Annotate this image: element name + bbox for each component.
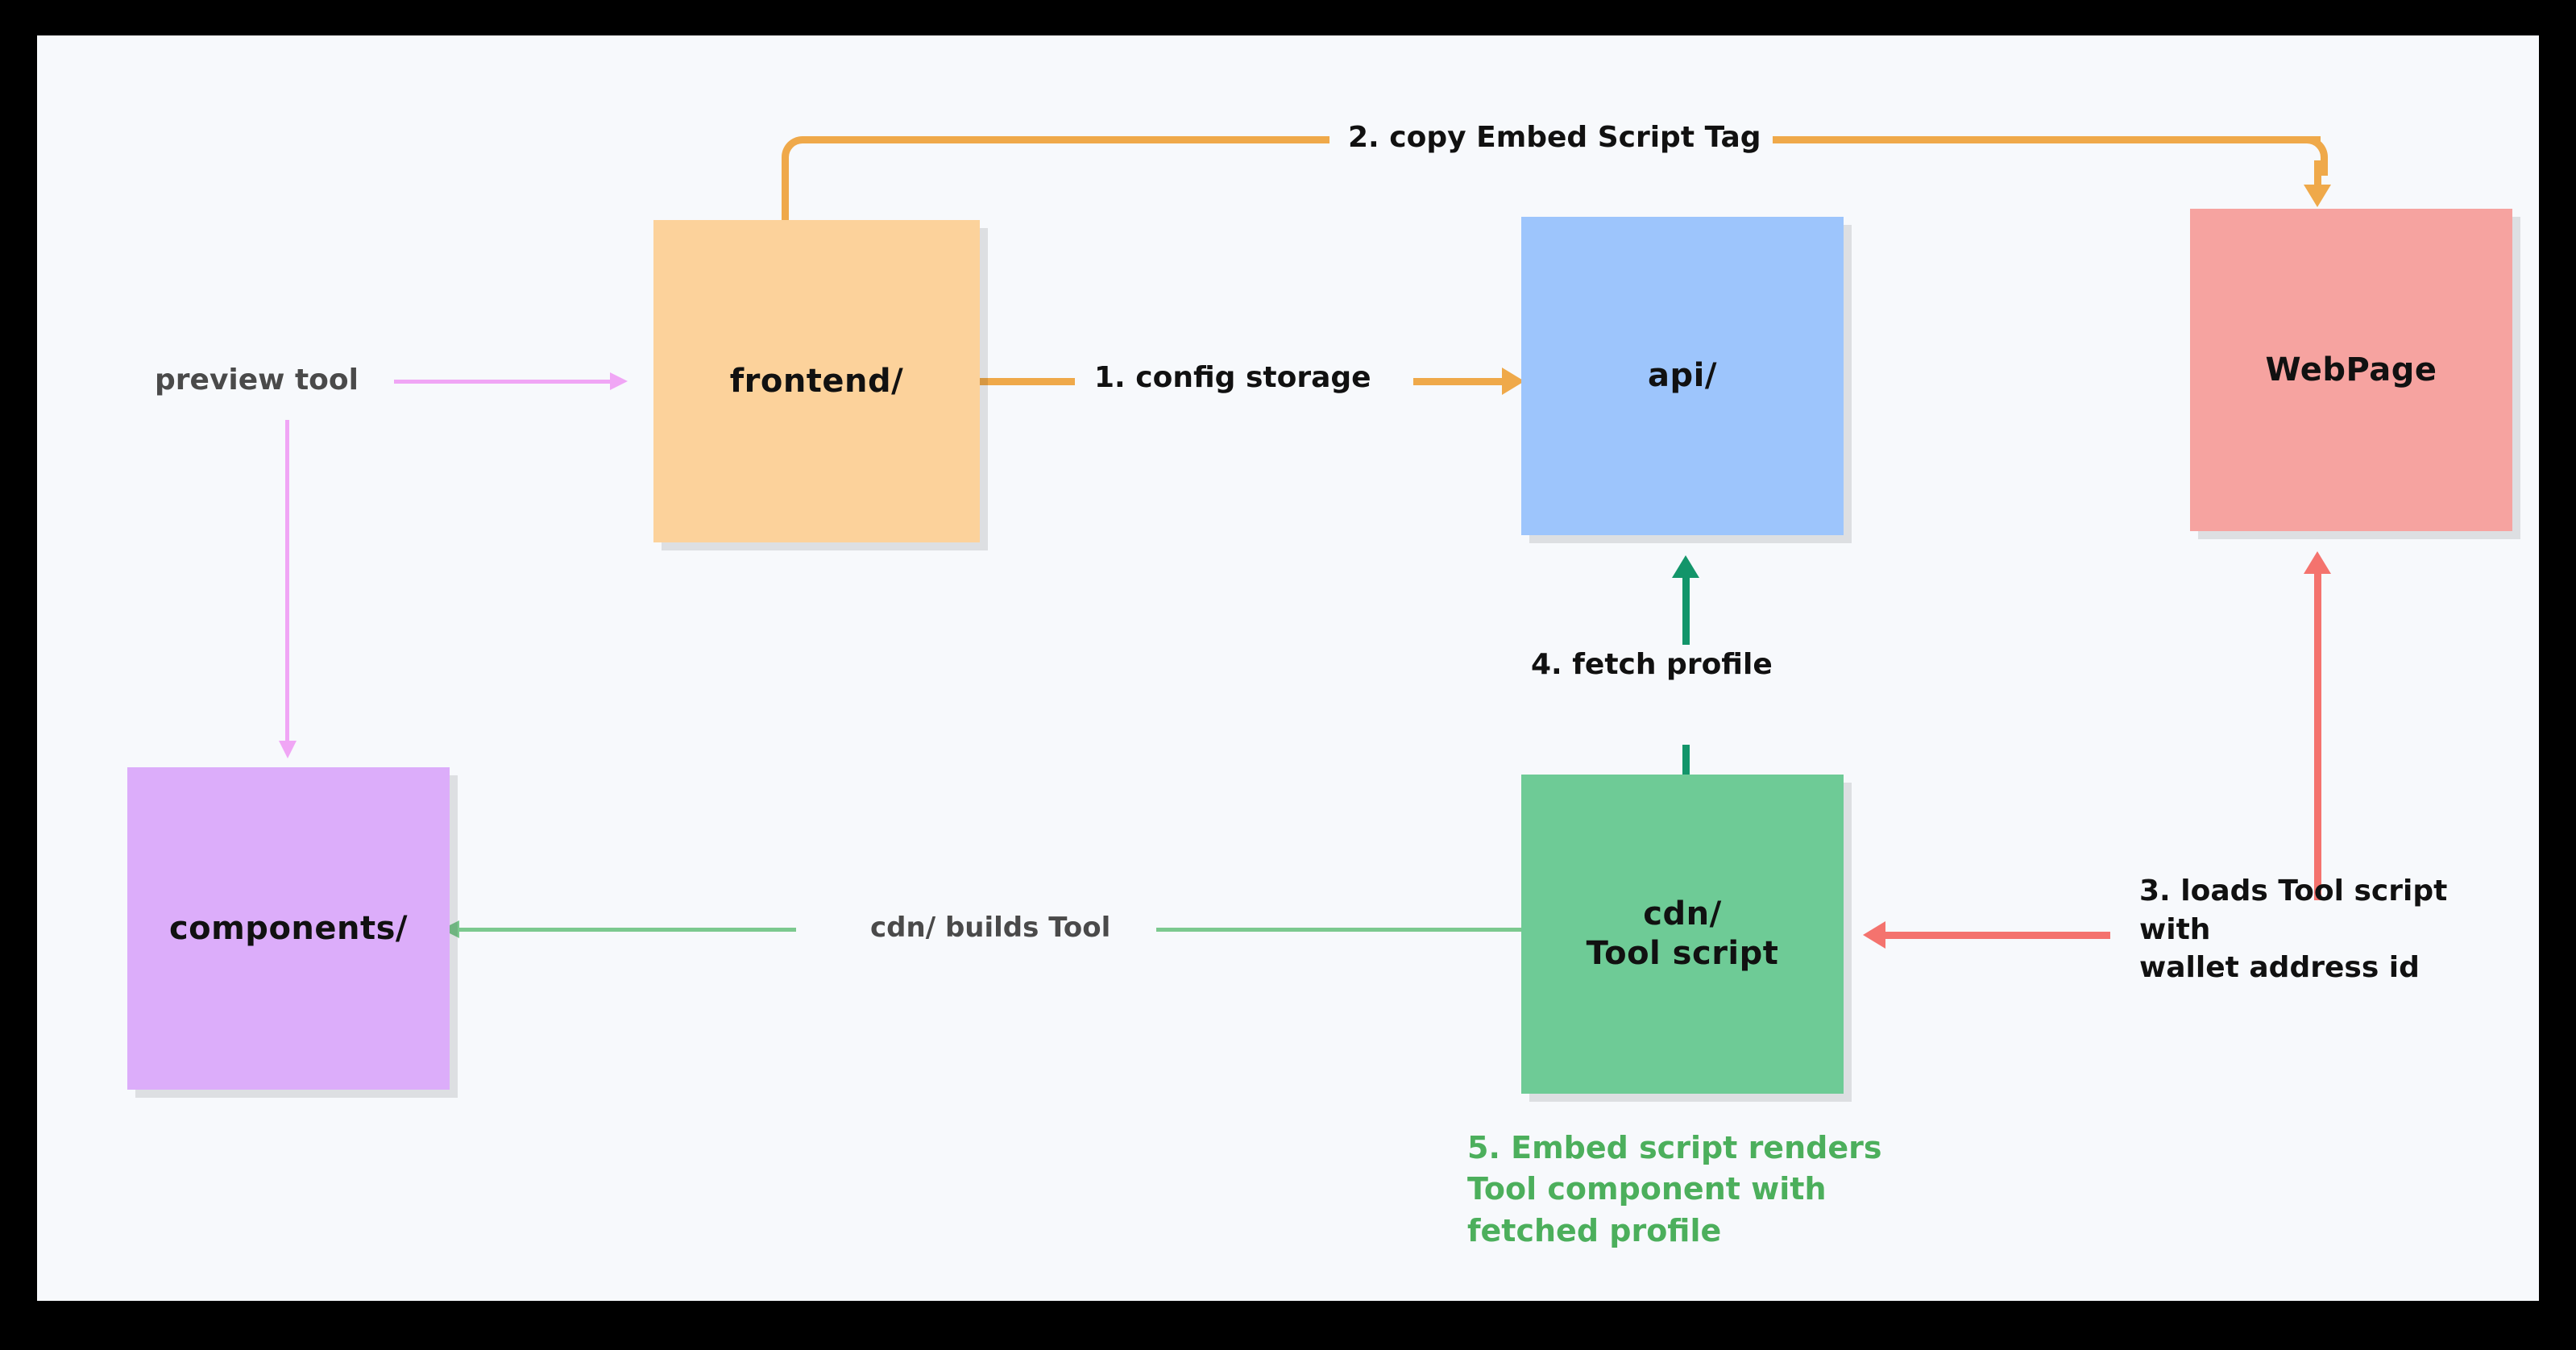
diagram-canvas: frontend/ api/ WebPage components/ cdn/ … (37, 35, 2539, 1301)
node-api[interactable]: api/ (1521, 217, 1844, 535)
edge-loads-up-arrowhead (2304, 551, 2331, 574)
edge-copy-embed-top-left (843, 136, 1329, 143)
edge-label-cdn-builds-tool: cdn/ builds Tool (859, 909, 1122, 948)
node-frontend-label: frontend/ (729, 362, 904, 400)
edge-loads-left-arrowhead (1863, 921, 1885, 949)
node-cdn[interactable]: cdn/ Tool script (1521, 775, 1844, 1094)
edge-label-loads-tool-script: 3. loads Tool script with wallet address… (2139, 874, 2448, 985)
edge-preview-down-arrowhead (279, 741, 297, 758)
edge-loads-vertical (2314, 574, 2321, 900)
edge-copy-embed-corner-right (2284, 136, 2328, 176)
node-frontend[interactable]: frontend/ (653, 220, 980, 542)
edge-copy-embed-arrowhead (2304, 185, 2331, 207)
node-api-label: api/ (1648, 357, 1717, 395)
node-webpage-label: WebPage (2265, 351, 2437, 388)
edge-builds-left-segment (459, 928, 796, 932)
edge-copy-embed-corner (782, 136, 853, 227)
edge-builds-right-segment (1156, 928, 1521, 932)
edge-preview-vertical (285, 420, 289, 741)
edge-label-preview-tool: preview tool (155, 363, 359, 397)
node-webpage[interactable]: WebPage (2190, 209, 2512, 531)
edge-config-segment-left (980, 378, 1075, 385)
edge-loads-horizontal (1885, 932, 2110, 939)
edge-config-arrowhead (1502, 368, 1524, 395)
edge-label-config-storage: 1. config storage (1083, 358, 1383, 399)
edge-fetch-arrowhead (1672, 555, 1699, 578)
edge-preview-arrowhead (610, 372, 628, 390)
edge-preview-horizontal (394, 380, 610, 384)
edge-label-copy-embed-script-tag: 2. copy Embed Script Tag (1337, 118, 1773, 159)
edge-copy-embed-top-right (1769, 136, 2321, 143)
node-cdn-label-line1: cdn/ (1643, 895, 1722, 933)
edge-copy-embed-drop (2314, 160, 2321, 189)
note-embed-script-renders: 5. Embed script renders Tool component w… (1467, 1130, 1882, 1248)
node-components-label: components/ (168, 909, 409, 947)
edge-config-segment-right (1413, 378, 1502, 385)
edge-label-fetch-profile: 4. fetch profile (1520, 645, 1784, 686)
edge-fetch-upper (1682, 578, 1690, 647)
edge-fetch-lower (1682, 745, 1690, 779)
node-components[interactable]: components/ (127, 767, 450, 1090)
node-cdn-label-line2: Tool script (1586, 935, 1779, 972)
